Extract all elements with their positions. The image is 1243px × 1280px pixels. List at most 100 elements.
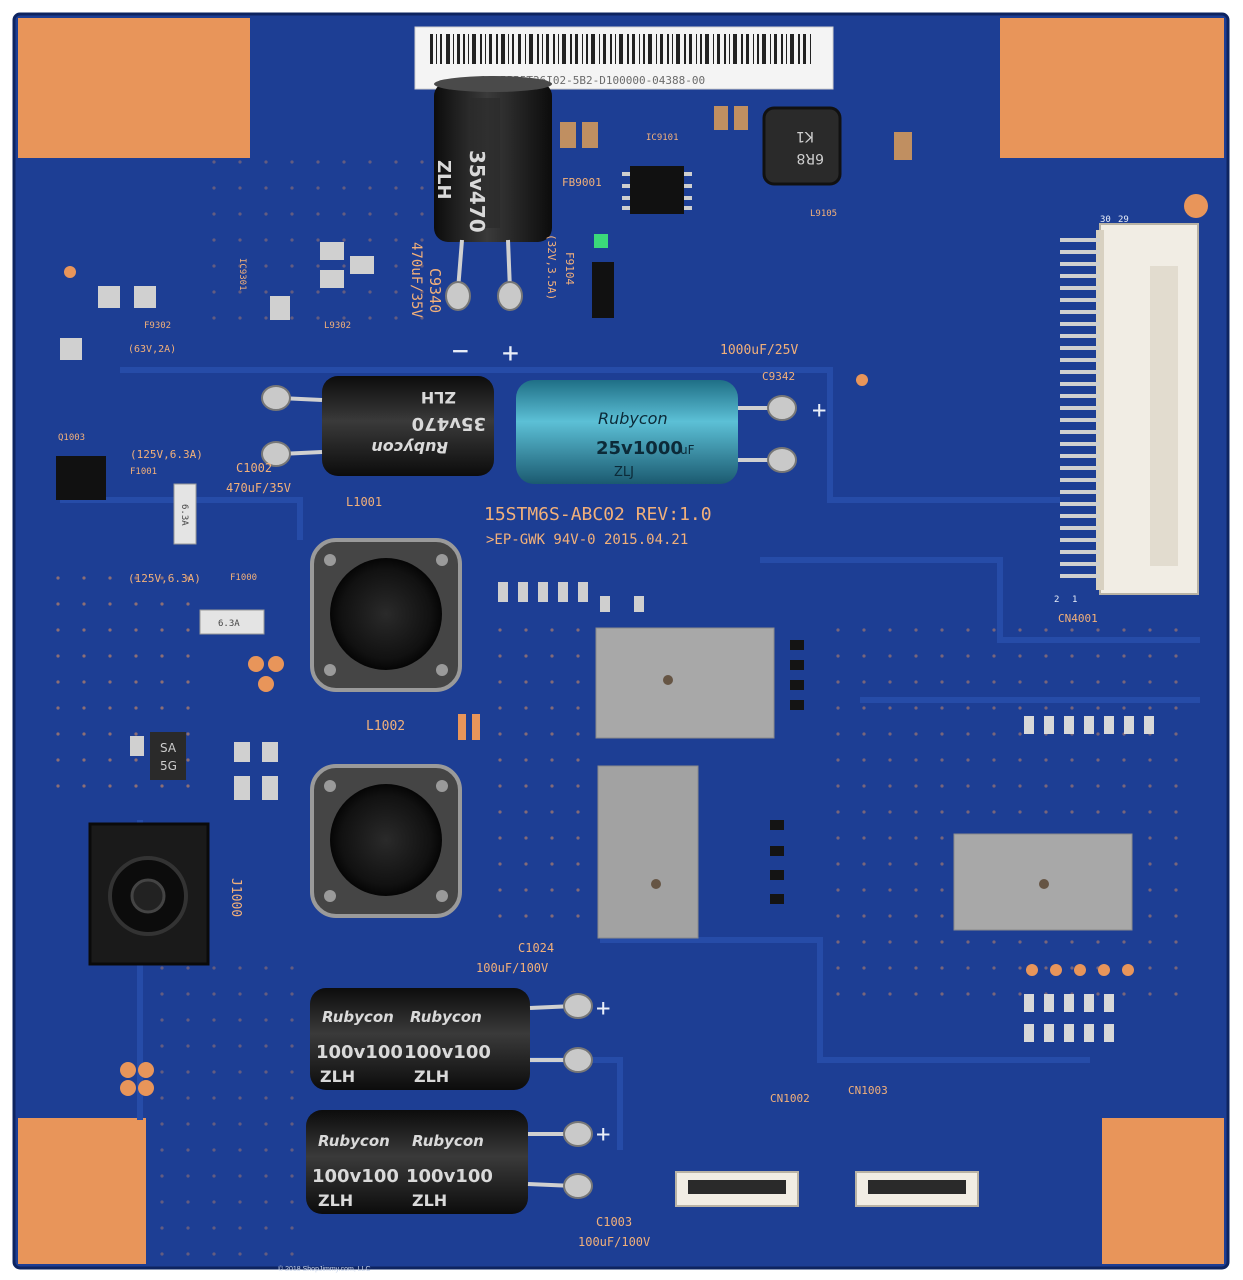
svg-text:5G: 5G xyxy=(160,759,177,773)
smd-r5 xyxy=(262,776,278,800)
board-model: 15STM6S-ABC02 REV:1.0 xyxy=(484,504,712,525)
inductor-l9105: K1 6R8 xyxy=(762,106,842,186)
smd-cap-4 xyxy=(734,106,748,130)
board-manufacturer: >EP-GWK 94V-0 2015.04.21 xyxy=(486,532,688,548)
label-c1003-rating: 100uF/100V xyxy=(578,1235,650,1249)
smd-pad-a xyxy=(98,286,120,308)
label-f9104-rating: (32V,3.5A) xyxy=(545,234,558,300)
via-field-center xyxy=(490,620,600,940)
svg-text:ZLH: ZLH xyxy=(320,1067,355,1086)
label-f9302: F9302 xyxy=(144,321,171,331)
label-l1001: L1001 xyxy=(346,495,382,509)
copper-dot-2 xyxy=(268,656,284,672)
copper-marker-2 xyxy=(472,714,480,740)
smd-r4 xyxy=(234,776,250,800)
svg-text:100v100: 100v100 xyxy=(316,1042,403,1063)
svg-text:ZLJ: ZLJ xyxy=(614,465,634,480)
svg-text:100v100: 100v100 xyxy=(312,1166,399,1187)
label-cn4001-pin30: 30 xyxy=(1100,215,1111,225)
fuse-f1001: 6.3A xyxy=(173,483,197,545)
svg-text:Rubycon: Rubycon xyxy=(318,1132,390,1150)
label-c1003: C1003 xyxy=(596,1215,632,1229)
connector-cn4001 xyxy=(1060,223,1199,595)
svg-text:ZLH: ZLH xyxy=(433,160,454,200)
svg-text:K1: K1 xyxy=(796,128,814,144)
label-j1000: J1000 xyxy=(228,878,243,917)
capacitor-c1024: Rubycon Rubycon 100v100 100v100 ZLH ZLH xyxy=(310,988,593,1090)
label-l1002: L1002 xyxy=(366,719,405,734)
connector-j1000 xyxy=(88,822,210,966)
label-c9342-rating: 1000uF/25V xyxy=(720,343,798,358)
heatsink-right xyxy=(953,833,1133,931)
label-c9340: C9340 xyxy=(426,268,444,313)
polarity-plus-c1024: + xyxy=(596,994,610,1022)
svg-text:100v100: 100v100 xyxy=(404,1042,491,1063)
inductor-l1002-bottom xyxy=(310,764,462,918)
heatsink-center-bottom xyxy=(597,765,699,939)
smd-row-center xyxy=(498,582,644,612)
label-ic9101: IC9101 xyxy=(646,133,679,143)
fuse-f1000: 6.3A xyxy=(199,609,265,635)
mount-pad-bottom-left xyxy=(18,1118,146,1264)
diode-d1: SA 5G xyxy=(150,732,186,780)
smd-r3 xyxy=(262,742,278,762)
svg-text:Rubycon: Rubycon xyxy=(412,1132,484,1150)
label-f9104: F9104 xyxy=(563,252,576,285)
label-cn4001-pin1: 1 xyxy=(1072,595,1077,605)
label-fb9001: FB9001 xyxy=(562,176,602,189)
label-c1024-rating: 100uF/100V xyxy=(476,961,548,975)
svg-text:Rubycon: Rubycon xyxy=(410,1008,482,1026)
svg-text:ZLH: ZLH xyxy=(421,388,456,407)
label-cn4001-pin2: 2 xyxy=(1054,595,1059,605)
label-cn1003: CN1003 xyxy=(848,1084,888,1097)
smd-pad-d xyxy=(270,296,290,320)
connector-cn1003 xyxy=(855,1171,979,1207)
copper-dot-3 xyxy=(258,676,274,692)
copper-dot-bl-2 xyxy=(138,1062,154,1078)
label-c1002: C1002 xyxy=(236,461,272,475)
connector-cn1002 xyxy=(675,1171,799,1207)
ic9101-chip xyxy=(622,166,692,214)
copper-dot-mid xyxy=(856,374,868,386)
svg-text:35v470: 35v470 xyxy=(465,150,489,233)
smd-column-right xyxy=(770,640,804,904)
via-field-top xyxy=(190,160,430,340)
label-c1024: C1024 xyxy=(518,941,554,955)
heatsink-center-top xyxy=(595,627,775,739)
smd-cap-1 xyxy=(560,122,576,148)
svg-text:Rubycon: Rubycon xyxy=(322,1008,394,1026)
label-cn4001-pin29: 29 xyxy=(1118,215,1129,225)
svg-text:25v1000: 25v1000 xyxy=(596,438,683,459)
capacitor-c9340: 35v470 ZLH xyxy=(433,76,552,311)
smd-r1 xyxy=(130,736,144,756)
label-f1000-rating: (125V,6.3A) xyxy=(128,572,201,585)
label-f1000: F1000 xyxy=(230,573,257,583)
copper-dot-tl xyxy=(64,266,76,278)
label-c1002-rating: 470uF/35V xyxy=(226,481,291,495)
smd-cap-2 xyxy=(582,122,598,148)
smd-pad-f xyxy=(320,270,344,288)
label-cn1002: CN1002 xyxy=(770,1092,810,1105)
capacitor-c1003: Rubycon Rubycon 100v100 100v100 ZLH ZLH xyxy=(306,1110,593,1214)
mount-hole-right xyxy=(1184,194,1208,218)
smd-pad-g xyxy=(350,256,374,274)
polarity-plus-c1003: + xyxy=(596,1120,610,1148)
mount-pad-top-left xyxy=(18,18,250,158)
mount-pad-bottom-right xyxy=(1102,1118,1224,1264)
svg-text:35v470: 35v470 xyxy=(412,413,486,434)
label-c9340-rating: 470uF/35V xyxy=(408,242,424,318)
label-q1003: Q1003 xyxy=(58,433,85,443)
copper-dot-1 xyxy=(248,656,264,672)
copper-dot-bl-1 xyxy=(120,1062,136,1078)
smd-cap-5 xyxy=(894,132,912,160)
svg-text:6.3A: 6.3A xyxy=(218,619,240,629)
polarity-plus-c9342: + xyxy=(812,396,826,424)
svg-text:ZLH: ZLH xyxy=(412,1191,447,1210)
led-indicator xyxy=(594,234,608,248)
label-f1001: F1001 xyxy=(130,467,157,477)
copper-dot-bl-3 xyxy=(120,1080,136,1096)
copyright-text: © 2018 ShopJimmy.com, LLC xyxy=(278,1266,371,1273)
label-cn4001: CN4001 xyxy=(1058,612,1098,625)
